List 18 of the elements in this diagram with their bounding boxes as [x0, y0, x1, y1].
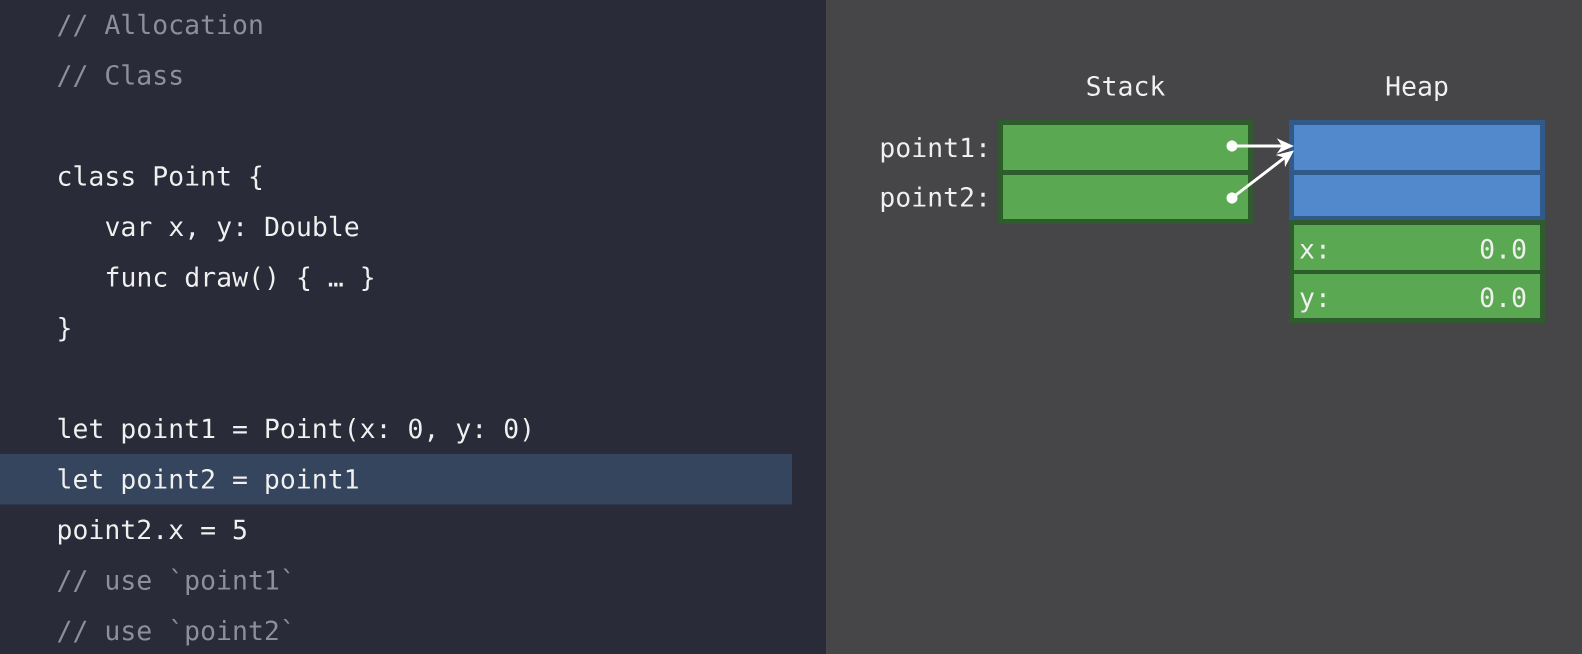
memory-cell [1294, 175, 1540, 216]
code-line: var x, y: Double [105, 215, 359, 242]
code-line: func draw() { … } [107, 266, 373, 291]
variable-label: point2: [881, 186, 985, 213]
memory-cell: x: 0.0 [1294, 225, 1540, 270]
code-comment: // Class [57, 64, 182, 88]
code-line: point2.x = 5 [58, 518, 246, 545]
code-line: let point1 = Point(x: 0, y: 0) [58, 417, 530, 444]
column-heading: Heap [1386, 76, 1448, 102]
code-comment: // Allocation [57, 13, 262, 37]
code-comment: // use `point2` [57, 618, 290, 646]
memory-cell [1294, 125, 1540, 170]
variable-label: point1: [881, 136, 985, 163]
memory-cell: y: 0.0 [1294, 274, 1540, 318]
code-line: } [59, 316, 70, 342]
code-line: class Point { [59, 165, 262, 190]
column-heading: Stack [1087, 75, 1165, 96]
code-comment: // use `point1` [57, 568, 290, 596]
